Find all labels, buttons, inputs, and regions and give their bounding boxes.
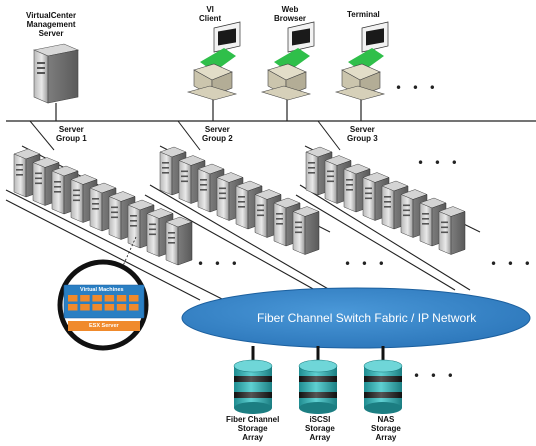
- storage-label-line: Array: [375, 433, 397, 442]
- storage-cylinder-icon: [363, 359, 403, 414]
- web-browser-label-line: Browser: [274, 14, 307, 23]
- vm-tag: [129, 304, 139, 311]
- fc-storage-label: Fiber Channel Storage Array: [226, 415, 279, 442]
- storage-label-line: Storage: [371, 424, 401, 433]
- server-group-2-label: Server Group 2: [202, 125, 233, 143]
- vc-server-icon: [32, 43, 80, 104]
- vc-server-label: VirtualCenter Management Server: [26, 11, 76, 38]
- vm-tag: [80, 295, 90, 302]
- vm-tag: [104, 295, 115, 302]
- storage-label-line: NAS: [377, 415, 395, 424]
- vi-client-icon: [186, 21, 241, 101]
- server-tower-icon: [165, 216, 193, 266]
- vm-tag: [92, 304, 102, 311]
- vm-tag: [104, 304, 115, 311]
- storage-label-line: Fiber Channel: [226, 415, 280, 424]
- vm-tags: [68, 295, 139, 311]
- vc-server-label-line: VirtualCenter: [26, 11, 77, 20]
- web-browser-icon: [260, 21, 315, 101]
- esx-server-bar: [68, 321, 140, 331]
- more-group1-ellipsis: • • •: [197, 257, 241, 271]
- group2-fabric-line-b: [144, 194, 316, 291]
- storage-label-line: Storage: [237, 424, 268, 433]
- server-group-2-towers: [159, 146, 320, 255]
- server-group-3-label: Server Group 3: [347, 125, 378, 143]
- more-group3-ellipsis: • • •: [417, 156, 461, 170]
- web-browser-label-line: Web: [281, 5, 299, 14]
- esx-server-label: ESX Server: [89, 323, 119, 329]
- vm-tag: [68, 304, 78, 311]
- group2-fabric-line-a: [149, 184, 331, 291]
- group-label-line: Group 2: [202, 134, 233, 143]
- group-label-line: Group 1: [56, 134, 87, 143]
- vc-server-label-line: Server: [38, 29, 64, 38]
- more-group2-ellipsis: • • •: [344, 257, 388, 271]
- vi-client-label-line: Client: [199, 14, 222, 23]
- storage-label-line: Array: [242, 433, 264, 442]
- server-group-3-towers: [305, 146, 466, 255]
- group-label-line: Server: [58, 125, 84, 134]
- group3-fabric-line-b: [295, 194, 456, 291]
- group-label-line: Server: [204, 125, 230, 134]
- vm-tag: [80, 304, 90, 311]
- server-tower-icon: [438, 206, 466, 255]
- nas-storage-label: NAS Storage Array: [371, 415, 401, 442]
- group2-drop: [177, 120, 201, 151]
- storage-arrays: [233, 359, 403, 414]
- magnifier-pointer: [121, 236, 137, 269]
- more-clients-ellipsis: • • •: [395, 81, 439, 95]
- terminal-icon: [334, 21, 389, 101]
- storage-label-line: Array: [309, 433, 331, 442]
- vm-tag: [68, 295, 78, 302]
- group3-fabric-line-a: [299, 184, 471, 291]
- more-group3b-ellipsis: • • •: [490, 257, 534, 271]
- vi-client-label-line: VI: [206, 5, 214, 14]
- fabric-label: Fiber Channel Switch Fabric / IP Network: [257, 311, 477, 325]
- fabric-ellipse: [181, 287, 531, 349]
- server-group-1-towers: [13, 148, 193, 266]
- group1-drop: [29, 120, 55, 151]
- storage-cylinder-icon: [233, 359, 273, 414]
- terminal-label: Terminal: [347, 10, 380, 19]
- web-browser-label: Web Browser: [274, 5, 306, 23]
- server-tower-icon: [178, 155, 206, 204]
- storage-label-line: Storage: [305, 424, 335, 433]
- virtual-machines-label: Virtual Machines: [80, 287, 124, 293]
- storage-cylinder-icon: [298, 359, 338, 414]
- server-tower-icon: [292, 206, 320, 255]
- server-group-1-label: Server Group 1: [56, 125, 87, 143]
- group-label-line: Server: [349, 125, 375, 134]
- group3-drop: [317, 120, 341, 151]
- more-storage-ellipsis: • • •: [413, 369, 457, 383]
- group1-fabric-line-a: [5, 189, 231, 304]
- storage-label-line: iSCSI: [309, 415, 331, 424]
- group-label-line: Group 3: [347, 134, 378, 143]
- vm-tag: [129, 295, 139, 302]
- vm-tag: [116, 304, 127, 311]
- vm-tag: [92, 295, 102, 302]
- group1-fabric-line-b: [5, 199, 201, 301]
- vi-client-label: VI Client: [199, 5, 221, 23]
- vm-tag: [116, 295, 127, 302]
- vc-server-label-line: Management: [26, 20, 76, 29]
- iscsi-storage-label: iSCSI Storage Array: [305, 415, 335, 442]
